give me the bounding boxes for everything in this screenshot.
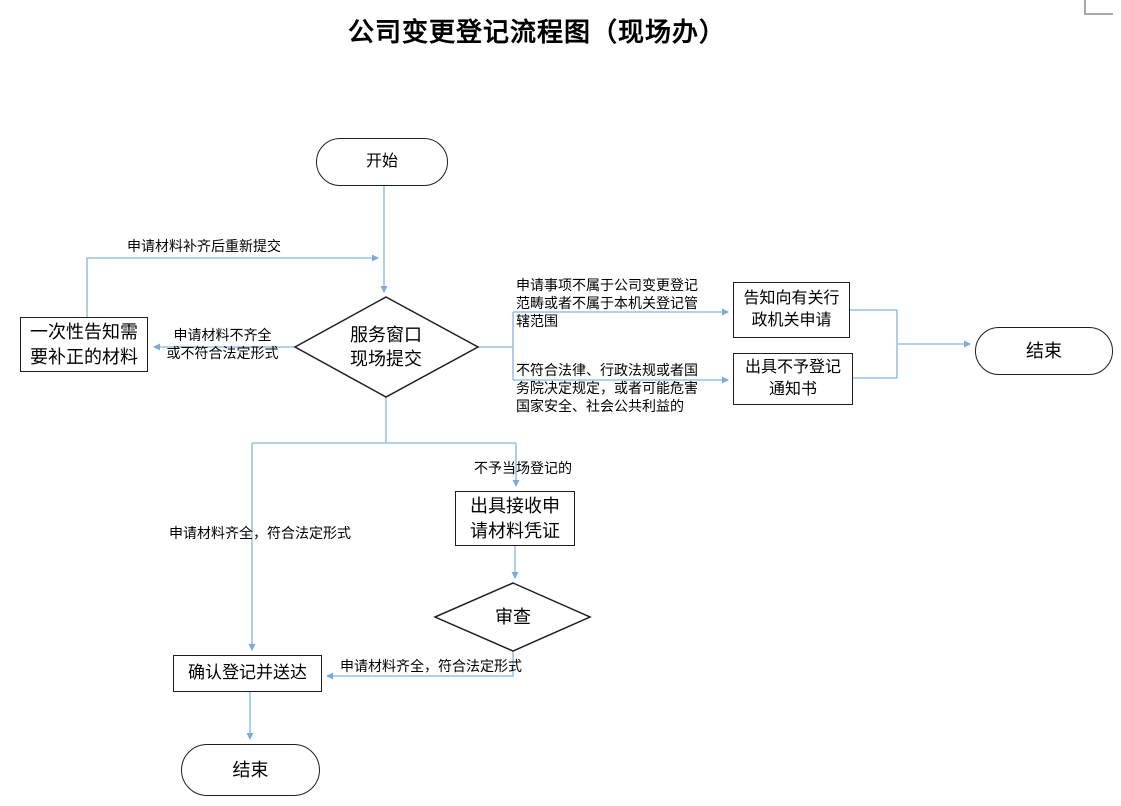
node-end-right-label: 结束 (1026, 340, 1062, 361)
box-onetime-notice: 一次性告知需 要补正的材料 (20, 317, 148, 372)
decision-review-shape (433, 582, 592, 652)
page-corner-mark (1084, 0, 1113, 15)
box-no-register-notice: 出具不予登记 通知书 (733, 353, 853, 405)
edge-label-complete-left: 申请材料齐全，符合法定形式 (169, 525, 351, 541)
node-end-bottom: 结束 (181, 744, 320, 796)
box-notify-agency-label: 告知向有关行 政机关申请 (743, 290, 840, 329)
node-end-right: 结束 (975, 327, 1113, 375)
page-title: 公司变更登记流程图（现场办） (347, 17, 726, 47)
box-onetime-notice-label: 一次性告知需 要补正的材料 (30, 322, 138, 367)
node-start-label: 开始 (365, 153, 398, 171)
node-start: 开始 (316, 138, 448, 186)
box-confirm-deliver-label: 确认登记并送达 (188, 663, 307, 683)
box-confirm-deliver: 确认登记并送达 (173, 655, 322, 692)
box-no-register-notice-label: 出具不予登记 通知书 (744, 359, 841, 398)
edge-label-illegal: 不符合法律、行政法规或者国 务院决定规定，或者可能危害 国家安全、社会公共利益的 (516, 362, 698, 414)
box-receipt-voucher: 出具接收申 请材料凭证 (455, 491, 575, 546)
edge-label-incomplete: 申请材料不齐全 或不符合法定形式 (166, 327, 279, 361)
edge-label-complete-review: 申请材料齐全，符合法定形式 (340, 658, 522, 674)
connector-resubmit-feedback (86, 254, 379, 317)
decision-window-submit-label: 服务窗口 现场提交 (350, 324, 422, 369)
edge-label-resubmit: 申请材料补齐后重新提交 (127, 238, 281, 254)
decision-review-label: 审查 (495, 606, 531, 627)
decision-window-submit-shape (293, 296, 480, 398)
edge-label-not-onsite: 不予当场登记的 (474, 460, 572, 476)
box-receipt-voucher-label: 出具接收申 请材料凭证 (470, 496, 560, 541)
box-notify-agency: 告知向有关行 政机关申请 (733, 282, 850, 338)
node-end-bottom-label: 结束 (232, 759, 269, 780)
edge-label-not-in-scope: 申请事项不属于公司变更登记 范畴或者不属于本机关登记管 辖范围 (516, 277, 698, 329)
connector-review-to-confirm (326, 651, 514, 680)
